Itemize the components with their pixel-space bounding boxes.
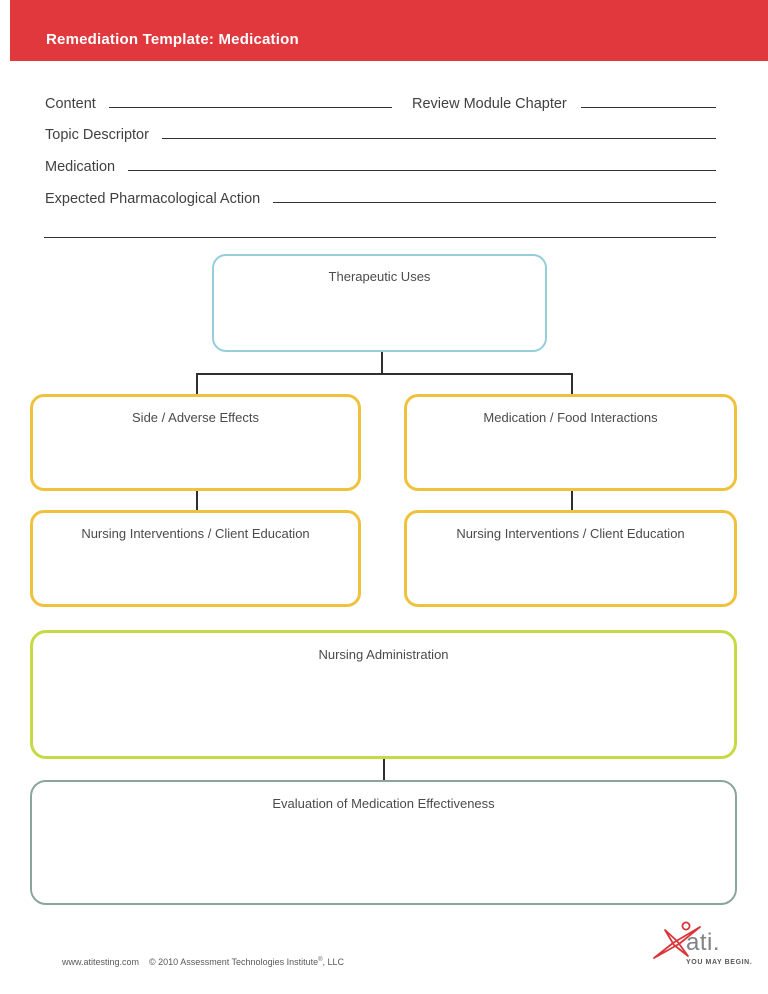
ati-logo-tagline: YOU MAY BEGIN.: [686, 959, 753, 966]
connector-line: [196, 373, 198, 394]
review-module-chapter-input-line: [580, 93, 716, 108]
ati-logo: ati. YOU MAY BEGIN.: [652, 920, 752, 976]
footer-copyright-post: , LLC: [322, 957, 345, 967]
evaluation-effectiveness-label: Evaluation of Medication Effectiveness: [272, 796, 495, 811]
connector-line: [571, 491, 573, 510]
expected-pharm-action-input-line: [273, 188, 716, 203]
connector-line: [383, 759, 385, 780]
connector-line: [571, 373, 573, 394]
topic-descriptor-input-line: [161, 124, 716, 139]
medication-label: Medication: [45, 159, 116, 175]
footer-copyright: www.atitesting.com © 2010 Assessment Tech…: [62, 957, 344, 967]
nursing-interventions-right-label: Nursing Interventions / Client Education: [456, 526, 685, 541]
connector-line: [196, 491, 198, 510]
page-title: Remediation Template: Medication: [46, 31, 299, 48]
medication-input-line: [128, 156, 716, 171]
therapeutic-uses-label: Therapeutic Uses: [328, 269, 431, 284]
form-row-content: Content Review Module Chapter: [45, 93, 716, 112]
connector-line: [381, 352, 383, 374]
expected-pharm-action-label: Expected Pharmacological Action: [45, 191, 261, 207]
form-row-medication: Medication: [45, 156, 716, 175]
connector-line: [196, 373, 572, 375]
nursing-administration-label: Nursing Administration: [318, 647, 449, 662]
content-label: Content: [45, 96, 96, 112]
medication-food-interactions-box: Medication / Food Interactions: [404, 394, 737, 491]
therapeutic-uses-box: Therapeutic Uses: [212, 254, 547, 352]
medication-food-interactions-label: Medication / Food Interactions: [483, 410, 658, 425]
evaluation-effectiveness-box: Evaluation of Medication Effectiveness: [30, 780, 737, 905]
footer-copyright-pre: © 2010 Assessment Technologies Institute: [149, 957, 319, 967]
ati-logo-icon: [652, 920, 702, 969]
nursing-administration-box: Nursing Administration: [30, 630, 737, 759]
form-row-expected-pharm-action: Expected Pharmacological Action: [45, 188, 716, 207]
side-adverse-effects-box: Side / Adverse Effects: [30, 394, 361, 491]
form-row-topic-descriptor: Topic Descriptor: [45, 124, 716, 143]
side-adverse-effects-label: Side / Adverse Effects: [132, 410, 259, 425]
review-module-chapter-label: Review Module Chapter: [412, 96, 567, 112]
content-input-line: [108, 93, 392, 108]
nursing-interventions-left-box: Nursing Interventions / Client Education: [30, 510, 361, 607]
nursing-interventions-left-label: Nursing Interventions / Client Education: [81, 526, 310, 541]
section-divider: [44, 237, 716, 238]
footer-website: www.atitesting.com: [62, 957, 140, 967]
ati-logo-wordmark: ati.: [686, 929, 721, 956]
header-bar: Remediation Template: Medication: [10, 0, 768, 61]
registered-mark: ®: [318, 957, 323, 963]
topic-descriptor-label: Topic Descriptor: [45, 127, 149, 143]
nursing-interventions-right-box: Nursing Interventions / Client Education: [404, 510, 737, 607]
